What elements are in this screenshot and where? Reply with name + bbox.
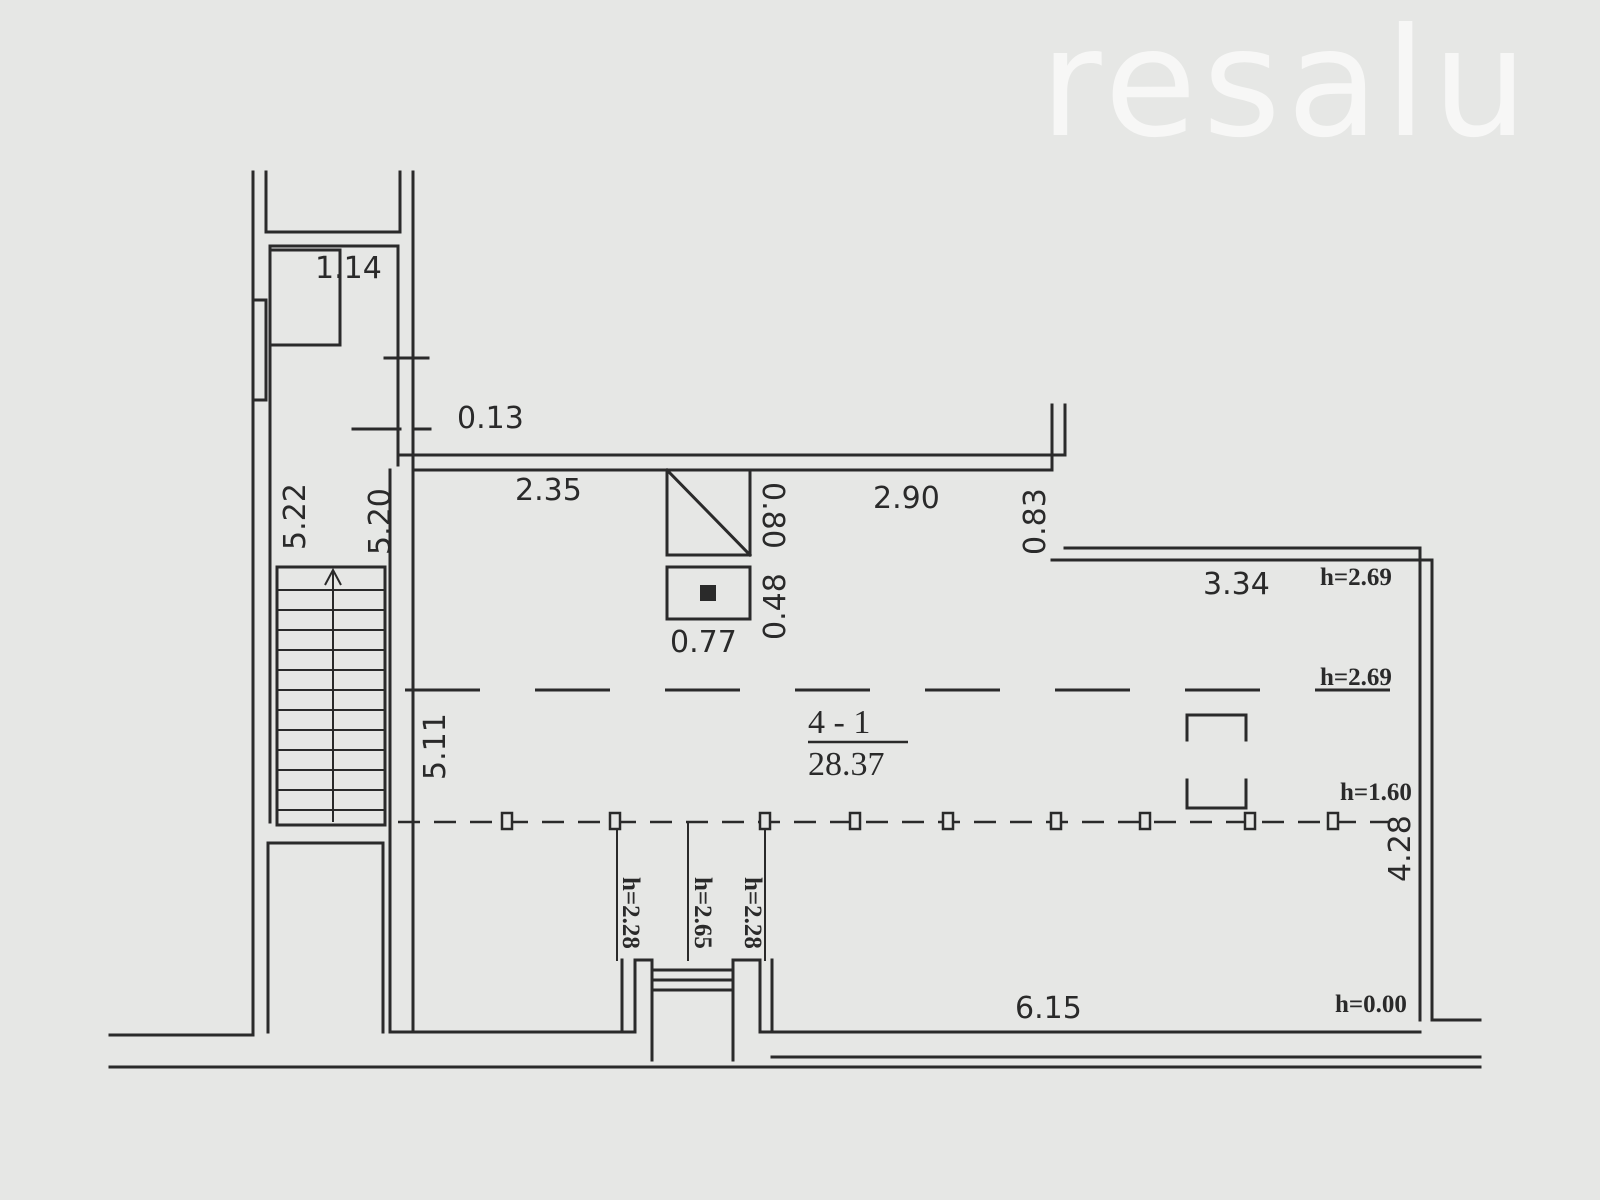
- stair-arrow-icon: [324, 567, 342, 822]
- height-beam: h=1.60: [1340, 779, 1412, 806]
- vent-icon: [700, 585, 716, 601]
- height-top: h=2.69: [1320, 564, 1392, 591]
- stair-treads: [277, 589, 385, 811]
- height-roof: h=2.69: [1320, 664, 1392, 691]
- dim-bay-depth: 0.83: [1018, 488, 1053, 555]
- north-wall-inner: [411, 403, 1054, 472]
- dim-stair-outer: 5.22: [278, 483, 313, 550]
- stair-top-niche: [264, 170, 402, 234]
- lower-compartment: [266, 841, 385, 1034]
- dim-box-depth: 0.48: [758, 573, 793, 640]
- height-door-right: h=2.28: [739, 877, 766, 949]
- dim-box-width: 0.77: [670, 625, 737, 660]
- height-door-left: h=2.28: [617, 877, 644, 949]
- south-wall-west: [388, 468, 654, 1062]
- beam-posts: [500, 811, 1340, 831]
- height-door-center: h=2.65: [689, 877, 716, 949]
- landing-box: [268, 248, 342, 347]
- beam-post: [1049, 811, 1063, 831]
- south-wall-east: [731, 958, 1422, 1062]
- door-height-lines: [616, 821, 766, 961]
- beam-post: [500, 811, 514, 831]
- stair-window-west: [251, 298, 268, 402]
- watermark-logo: resalu: [1040, 0, 1533, 171]
- entry-steps: [650, 968, 735, 992]
- dim-north-right: 2.90: [873, 481, 940, 516]
- beam-post: [848, 811, 862, 831]
- room-area: 28.37: [808, 746, 885, 783]
- dim-bay-wall: 3.34: [1203, 567, 1270, 602]
- beam-post: [1138, 811, 1152, 831]
- dim-east-wall: 4.28: [1383, 815, 1418, 882]
- dim-south-wall: 6.15: [1015, 991, 1082, 1026]
- beam-post: [941, 811, 955, 831]
- beam-post: [608, 811, 622, 831]
- beam-post: [1243, 811, 1257, 831]
- dim-west-wall: 5.11: [418, 713, 453, 780]
- stair-inner-top: [268, 244, 400, 467]
- north-wall-outer: [396, 403, 1067, 457]
- dim-north-left: 2.35: [515, 473, 582, 508]
- beam-post: [758, 811, 772, 831]
- door-jambs: [620, 958, 774, 1034]
- chimney-diagonal: [664, 467, 753, 558]
- height-floor: h=0.00: [1335, 991, 1407, 1018]
- east-wall-outer: [1050, 558, 1482, 1022]
- stair-flight: [275, 565, 387, 827]
- dim-chimney-depth: 0.80: [755, 482, 790, 549]
- walls: [108, 170, 1482, 1069]
- room-number: 4 - 1: [808, 704, 870, 741]
- beam-post: [1326, 811, 1340, 831]
- dim-stair-inner: 5.20: [363, 488, 398, 555]
- chimney-shaft: [665, 468, 752, 557]
- skylight-outline: [1185, 713, 1248, 810]
- dim-stair-width: 1.14: [315, 251, 382, 286]
- service-box: [665, 565, 752, 621]
- dim-wall-thickness: 0.13: [457, 401, 524, 436]
